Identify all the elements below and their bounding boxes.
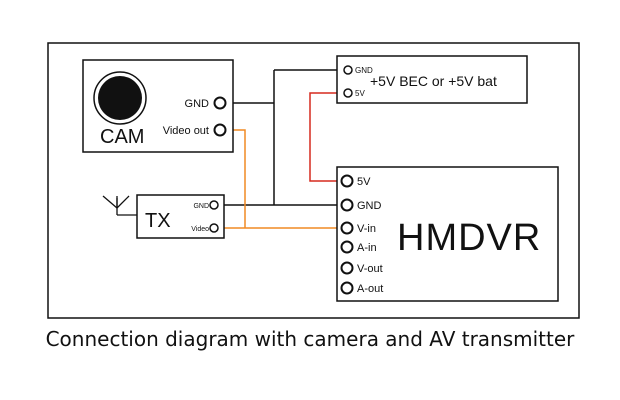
- video-wires: [219, 129, 337, 229]
- hmdvr-v-out-pin: [340, 261, 354, 275]
- hmdvr-a-out-label: A-out: [357, 283, 383, 295]
- transmitter-video-pin: [209, 223, 219, 233]
- hmdvr-label: HMDVR: [397, 217, 541, 259]
- hmdvr-v-in-pin: [340, 221, 354, 235]
- camera-gnd-pin: [213, 96, 227, 110]
- hmdvr-a-out-pin: [340, 281, 354, 295]
- hmdvr-gnd-pin: [340, 198, 354, 212]
- power-box: [336, 55, 528, 104]
- hmdvr-5v-pin: [340, 174, 354, 188]
- camera-gnd-label: GND: [185, 98, 210, 110]
- hmdvr-5v-label: 5V: [357, 176, 371, 188]
- camera-video-out-label: Video out: [163, 125, 209, 137]
- ground-wires: [219, 69, 337, 206]
- hmdvr-module: HMDVR 5V GND V-in A-in V-out A-out: [336, 166, 559, 302]
- transmitter-module: TX GND Video: [102, 194, 225, 239]
- hmdvr-v-in-label: V-in: [357, 223, 376, 235]
- hmdvr-box: [336, 166, 559, 302]
- camera-video-out-pin: [213, 123, 227, 137]
- transmitter-label: TX: [145, 210, 171, 232]
- transmitter-box: [136, 194, 225, 239]
- transmitter-gnd-label: GND: [193, 203, 209, 210]
- wire-power-5v: [309, 92, 337, 182]
- antenna-icon: [102, 195, 137, 216]
- camera-lens-inner-icon: [98, 76, 142, 120]
- power-5v-pin: [343, 88, 353, 98]
- diagram-caption: Connection diagram with camera and AV tr…: [45, 327, 575, 351]
- transmitter-video-label: Video: [191, 226, 209, 233]
- hmdvr-v-out-label: V-out: [357, 263, 383, 275]
- power-gnd-label: GND: [355, 66, 373, 75]
- transmitter-gnd-pin: [209, 200, 219, 210]
- power-module: GND 5V +5V BEC or +5V bat: [336, 55, 528, 104]
- power-label: +5V BEC or +5V bat: [370, 73, 497, 89]
- hmdvr-a-in-pin: [340, 240, 354, 254]
- hmdvr-a-in-label: A-in: [357, 242, 377, 254]
- hmdvr-gnd-label: GND: [357, 200, 382, 212]
- camera-module: CAM GND Video out: [82, 59, 234, 153]
- power-5v-label: 5V: [355, 89, 365, 98]
- diagram-frame: [47, 42, 580, 319]
- camera-label: CAM: [100, 126, 144, 148]
- power-gnd-pin: [343, 65, 353, 75]
